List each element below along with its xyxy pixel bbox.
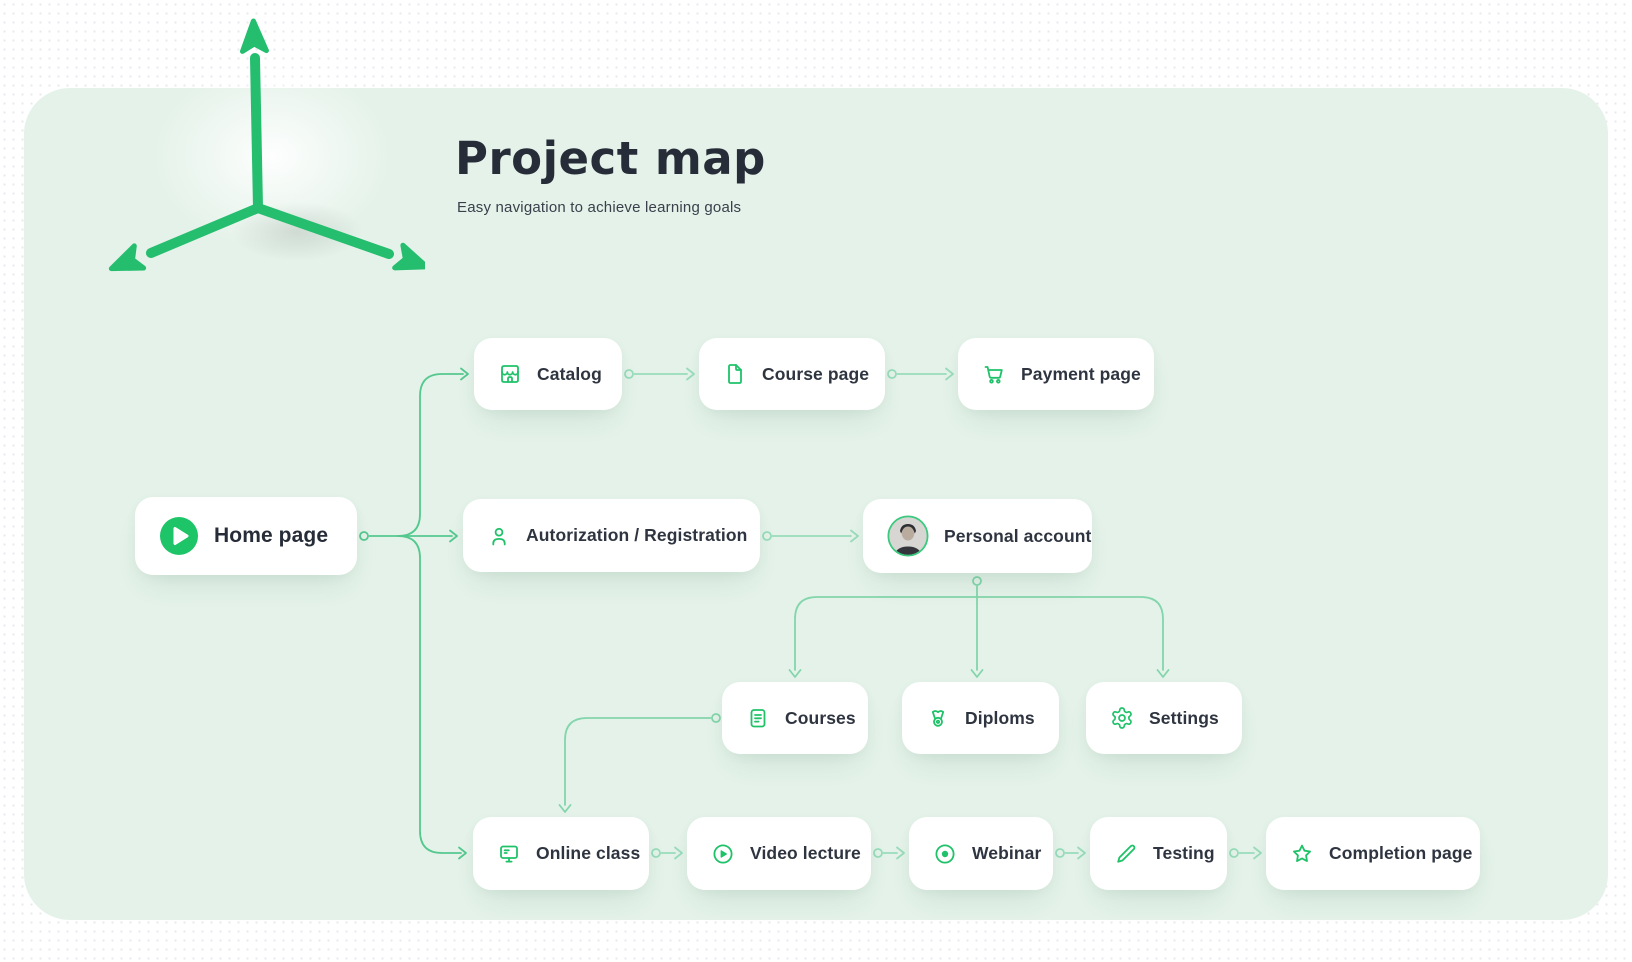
node-label: Courses [785, 707, 856, 728]
edge-auth-personal [762, 529, 859, 543]
header: Project map Easy navigation to achieve l… [455, 132, 766, 216]
edge-home-catalog [397, 367, 469, 537]
avatar [887, 515, 929, 557]
node-payment-page[interactable]: Payment page [958, 338, 1154, 410]
edge-personal-diploms [970, 576, 984, 678]
node-label: Autorization / Registration [526, 525, 748, 545]
edge-home-online [397, 535, 467, 860]
edge-catalog-course [624, 367, 695, 381]
edge-online-video [651, 846, 683, 860]
edge-webinar-testing [1055, 846, 1086, 860]
node-label: Diploms [965, 707, 1035, 728]
node-personal-account[interactable]: Personal account [863, 499, 1092, 573]
node-video-lecture[interactable]: Video lecture [687, 817, 871, 890]
page-subtitle: Easy navigation to achieve learning goal… [457, 199, 742, 216]
node-settings[interactable]: Settings [1086, 682, 1242, 754]
star-icon [1293, 844, 1311, 862]
edge-courses-online [558, 713, 721, 813]
medal-icon [931, 710, 945, 727]
pencil-icon [1117, 844, 1136, 863]
node-home-page[interactable]: Home page [135, 497, 357, 575]
gear-icon [1112, 707, 1132, 729]
node-label: Completion page [1329, 843, 1473, 863]
page-title: Project map [455, 132, 766, 185]
3d-axis-arrows-illustration [108, 18, 425, 272]
edge-home-auth [359, 529, 458, 543]
edge-course-payment [887, 367, 954, 381]
node-courses[interactable]: Courses [722, 682, 868, 754]
shopping-cart-icon [984, 366, 1003, 384]
node-label: Payment page [1021, 363, 1141, 384]
node-label: Personal account [944, 525, 1092, 546]
node-label: Catalog [537, 363, 602, 384]
edge-video-webinar [873, 846, 905, 860]
node-label: Settings [1149, 707, 1219, 728]
node-label: Online class [536, 843, 641, 863]
node-testing[interactable]: Testing [1090, 817, 1227, 890]
user-icon [492, 527, 506, 545]
node-completion-page[interactable]: Completion page [1266, 817, 1480, 890]
edge-testing-completion [1229, 846, 1262, 860]
record-circle-icon [935, 843, 955, 864]
edge-personal-settings [976, 596, 1170, 678]
node-diploms[interactable]: Diploms [902, 682, 1059, 754]
play-outline-icon [713, 843, 733, 864]
node-label: Course page [762, 363, 870, 384]
node-label: Home page [214, 524, 329, 547]
node-webinar[interactable]: Webinar [909, 817, 1053, 890]
node-label: Webinar [972, 843, 1042, 863]
play-circle-icon [160, 517, 198, 555]
node-autorization-registration[interactable]: Autorization / Registration [463, 499, 760, 572]
node-catalog[interactable]: Catalog [474, 338, 622, 410]
storefront-icon [501, 365, 519, 383]
document-icon [728, 364, 742, 384]
node-label: Testing [1153, 843, 1215, 863]
document-lines-icon [750, 709, 766, 728]
monitor-icon [500, 845, 518, 862]
node-label: Video lecture [750, 843, 861, 863]
node-course-page[interactable]: Course page [699, 338, 885, 410]
edge-personal-courses [788, 596, 978, 678]
node-online-class[interactable]: Online class [473, 817, 649, 890]
